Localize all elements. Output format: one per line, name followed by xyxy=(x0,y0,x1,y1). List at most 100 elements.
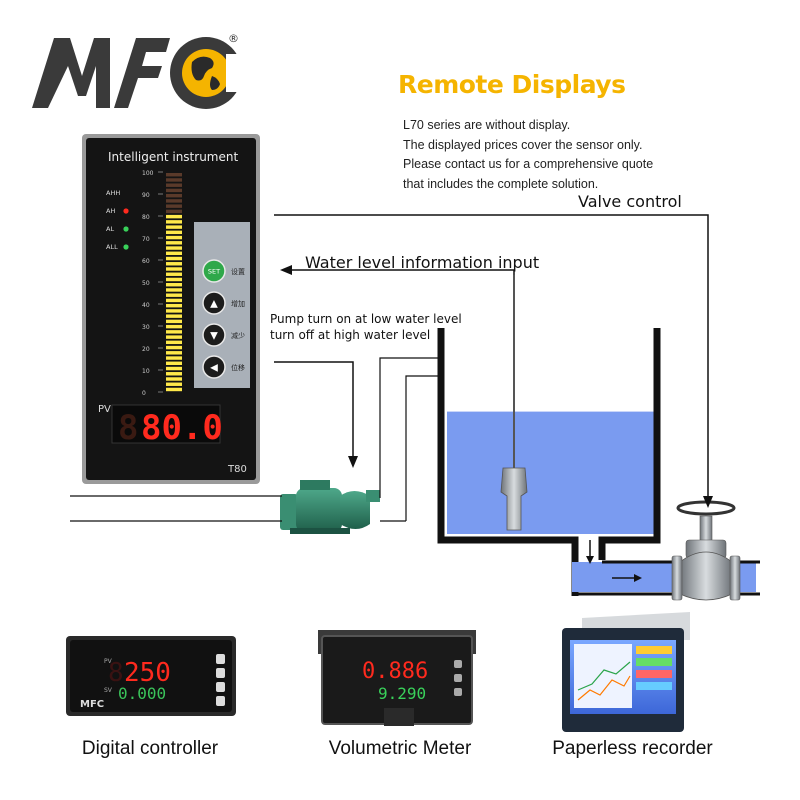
notes-block: L70 series are without display. The disp… xyxy=(403,116,653,194)
water-pump xyxy=(280,480,380,534)
pump-note-line-1: Pump turn on at low water level xyxy=(270,312,462,326)
bar-segment xyxy=(166,225,182,229)
bar-segment xyxy=(166,319,182,324)
bar-segment xyxy=(166,188,182,193)
product-label-volumetric-meter: Volumetric Meter xyxy=(328,738,472,759)
bar-segment xyxy=(166,230,182,235)
product-label-paperless-recorder: Paperless recorder xyxy=(552,738,713,759)
svg-text:PV: PV xyxy=(104,658,113,665)
svg-text:8: 8 xyxy=(118,408,138,448)
alarm-label: AL xyxy=(106,225,114,233)
bar-segment xyxy=(166,288,182,292)
scale-label: 30 xyxy=(142,324,150,331)
key-label: 位移 xyxy=(231,363,245,372)
bar-segment xyxy=(166,262,182,266)
bar-segment xyxy=(166,183,182,187)
scale-label: 80 xyxy=(142,214,150,221)
bar-segment xyxy=(166,298,182,303)
note-line-3: Please contact us for a comprehensive qu… xyxy=(403,157,654,171)
meter-reading-bottom: 9.290 xyxy=(378,684,426,703)
key-label: 增加 xyxy=(231,299,245,308)
key-button[interactable] xyxy=(202,291,226,315)
alarm-indicators: AHH AH AL ALL xyxy=(106,189,129,251)
bar-segment xyxy=(166,267,182,271)
alarm-label: AH xyxy=(106,207,115,215)
alarm-label: ALL xyxy=(106,243,118,251)
digital-controller-device: PV 8 250 SV 0.000 MFC xyxy=(66,636,236,716)
bar-segment xyxy=(166,173,182,177)
bar-segment xyxy=(166,324,182,329)
scale-label: 20 xyxy=(142,346,150,353)
bar-segment xyxy=(166,199,182,203)
pump-note-line-2: turn off at high water level xyxy=(270,328,430,342)
bar-segment xyxy=(166,382,182,386)
water-level-line xyxy=(290,269,515,275)
key-symbol: ◀ xyxy=(210,363,218,374)
key-label: 减少 xyxy=(231,331,245,340)
scale-label: 100 xyxy=(142,170,154,177)
pump-control-line xyxy=(274,361,354,460)
water-level-label: Water level information input xyxy=(305,253,539,272)
bar-segment xyxy=(166,356,182,360)
meter-reading-top: 0.886 xyxy=(362,659,428,684)
bar-segment xyxy=(166,335,182,339)
svg-text:8: 8 xyxy=(108,658,124,688)
scale-label: 40 xyxy=(142,302,150,309)
bar-segment xyxy=(166,293,182,297)
pv-reading: 80.0 xyxy=(141,408,223,448)
tank-water xyxy=(447,411,657,534)
scale-label: 10 xyxy=(142,368,150,375)
alarm-led xyxy=(123,208,129,214)
alarm-label: AHH xyxy=(106,189,120,197)
instrument-key[interactable]: ▼减少 xyxy=(202,323,245,347)
bar-segment xyxy=(166,272,182,276)
bar-segment xyxy=(166,214,182,219)
instrument-name: Intelligent instrument xyxy=(108,150,238,164)
mfc-logo: ® xyxy=(32,32,240,109)
note-line-2: The displayed prices cover the sensor on… xyxy=(403,137,643,152)
main-instrument: Intelligent instrument 10090807060504030… xyxy=(82,134,260,484)
key-button[interactable] xyxy=(202,323,226,347)
bar-segment xyxy=(166,277,182,282)
valve-control-label: Valve control xyxy=(578,192,682,211)
bar-segment xyxy=(166,361,182,366)
instrument-key[interactable]: ▲ 增加 xyxy=(202,291,245,315)
model-label: T80 xyxy=(227,464,247,475)
instrument-key[interactable]: ◀ 位移 xyxy=(202,355,245,379)
volumetric-meter-device: 0.886 9.290 xyxy=(318,630,476,726)
outlet-water xyxy=(572,562,682,592)
scale-label: 90 xyxy=(142,192,150,199)
bar-segment xyxy=(166,256,182,261)
scale-label: 70 xyxy=(142,236,150,243)
paperless-recorder-device xyxy=(562,612,690,732)
pump-inlet-pipe xyxy=(70,495,282,522)
bar-segment xyxy=(166,387,182,392)
alarm-led xyxy=(123,244,129,250)
level-sensor xyxy=(500,467,528,531)
alarm-led xyxy=(123,226,129,232)
bar-segment xyxy=(166,366,182,371)
product-label-digital-controller: Digital controller xyxy=(81,738,219,759)
controller-reading-top: 250 xyxy=(124,658,171,688)
pv-label: PV xyxy=(98,404,111,415)
bar-segment xyxy=(166,309,182,313)
registered-mark: ® xyxy=(228,32,239,45)
key-symbol: ▲ xyxy=(210,299,218,310)
key-button[interactable] xyxy=(202,355,226,379)
note-line-4: that includes the complete solution. xyxy=(403,176,599,191)
bar-segment xyxy=(166,220,182,224)
section-title: Remote Displays xyxy=(398,70,626,99)
key-label: 设置 xyxy=(231,267,245,276)
scale-label: 0 xyxy=(142,390,146,397)
key-button[interactable] xyxy=(202,259,226,283)
pump-outlet-pipe xyxy=(379,357,438,521)
bar-segment xyxy=(166,351,182,355)
bar-segment xyxy=(166,204,182,208)
controller-reading-bottom: 0.000 xyxy=(118,684,166,703)
bar-segment xyxy=(166,330,182,334)
controller-logo: MFC xyxy=(80,699,104,710)
